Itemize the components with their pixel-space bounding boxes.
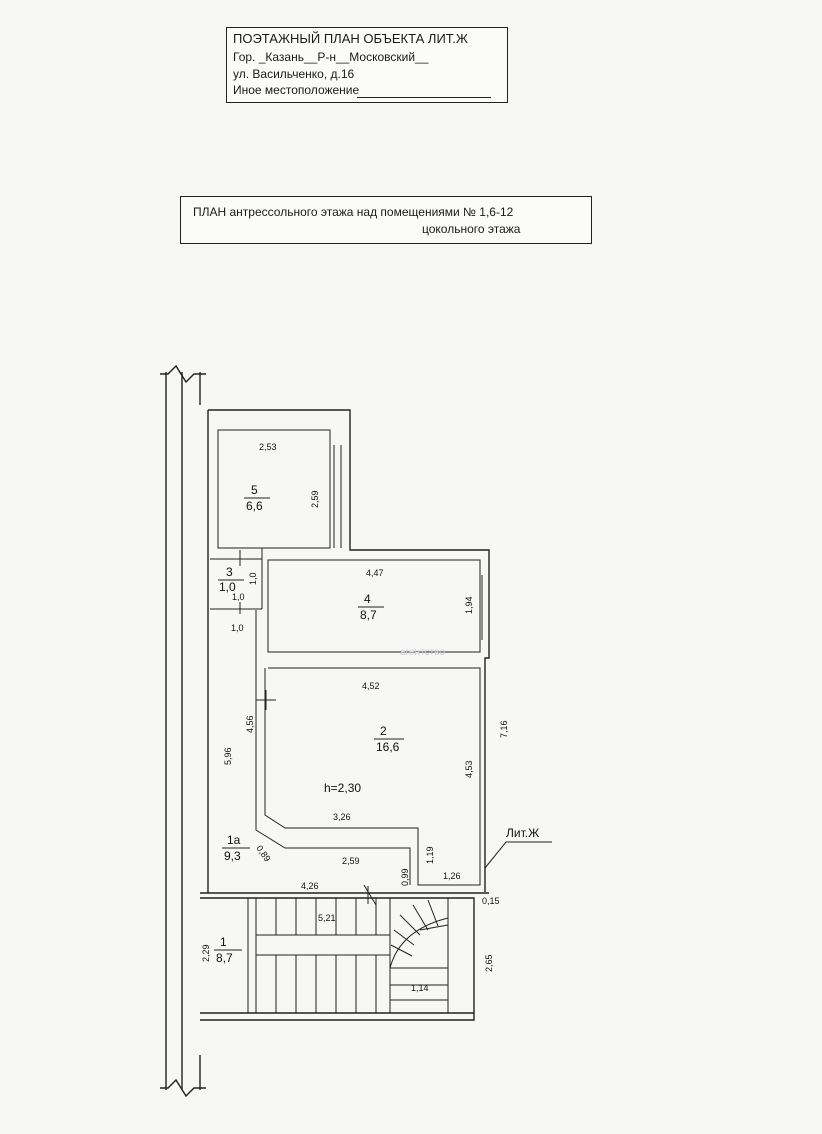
dim-2-53: 2,53: [259, 442, 277, 452]
ceiling-height-label: h=2,30: [324, 781, 361, 795]
dim-2-29: 2,29: [201, 944, 211, 962]
header-title: ПОЭТАЖНЫЙ ПЛАН ОБЪЕКТА ЛИТ.Ж: [233, 31, 468, 46]
header-city-district: Гор. _Казань__Р-н__Московский__: [233, 50, 429, 64]
room-3-number: 3: [226, 565, 233, 579]
dim-1-94: 1,94: [464, 596, 474, 614]
room-1a-number: 1а: [227, 833, 241, 847]
watermark-text: агентство: [400, 647, 445, 658]
room-1-number: 1: [220, 935, 227, 949]
dim-7-16: 7,16: [499, 720, 509, 738]
building-leader-line: [484, 841, 552, 869]
dim-1-0-b: 1,0: [231, 623, 244, 633]
room-2-area: 16,6: [376, 740, 400, 754]
plan-title-line1: ПЛАН антрессольного этажа над помещениям…: [193, 205, 514, 219]
room-5-number: 5: [251, 483, 258, 497]
outer-walls: [200, 409, 490, 1021]
room-1a-area: 9,3: [224, 849, 241, 863]
plan-title-line2: цокольного этажа: [422, 222, 521, 236]
building-label: Лит.Ж: [506, 826, 539, 840]
room-5-area: 6,6: [246, 499, 263, 513]
room-4-walls: [267, 559, 483, 653]
header-box: ПОЭТАЖНЫЙ ПЛАН ОБЪЕКТА ЛИТ.Ж Гор. _Казан…: [226, 27, 508, 103]
other-location-blank: [357, 97, 491, 98]
dim-4-56: 4,56: [245, 715, 255, 733]
dim-5-96: 5,96: [223, 747, 233, 765]
dim-1-0-vertical: 1,0: [248, 572, 258, 585]
room-5-walls: [217, 429, 342, 549]
dim-1-26: 1,26: [443, 871, 461, 881]
stair-block: [247, 898, 449, 1013]
left-wall: [160, 364, 206, 1098]
header-address: ул. Васильченко, д.16: [233, 67, 355, 81]
dim-1-14: 1,14: [411, 983, 429, 993]
dim-0-99: 0,99: [400, 868, 410, 886]
room-1-area: 8,7: [216, 951, 233, 965]
dim-4-26: 4,26: [301, 881, 319, 891]
room-3-area: 1,0: [219, 580, 236, 594]
dim-4-52: 4,52: [362, 681, 380, 691]
dim-4-47: 4,47: [366, 568, 384, 578]
room-labels: 5 6,6 3 1,0 4 8,7 2 16,6 1а 9,3 1 8,7: [214, 483, 404, 965]
room-2-walls: [256, 667, 481, 886]
dim-0-89: 0,89: [254, 843, 272, 863]
dim-2-65: 2,65: [484, 954, 494, 972]
dim-5-21: 5,21: [318, 913, 336, 923]
dim-0-15: 0,15: [482, 896, 500, 906]
header-other-location: Иное местоположение: [233, 83, 360, 97]
dim-3-26: 3,26: [333, 812, 351, 822]
room-2-number: 2: [380, 724, 387, 738]
dim-1-0-a: 1,0: [232, 592, 245, 602]
room-3-walls: [210, 548, 263, 614]
dim-1-19: 1,19: [425, 846, 435, 864]
dim-2-59-horizontal: 2,59: [342, 856, 360, 866]
dim-4-53: 4,53: [464, 760, 474, 778]
room-4-area: 8,7: [360, 608, 377, 622]
room-4-number: 4: [364, 592, 371, 606]
room-1a-walls: [255, 610, 411, 906]
plan-title-box: ПЛАН антрессольного этажа над помещениям…: [180, 196, 592, 244]
dim-2-59-vertical: 2,59: [310, 490, 320, 508]
dimension-labels: 2,53 2,59 1,0 1,0 1,0 4,47 1,94 4,52 4,5…: [201, 442, 509, 993]
